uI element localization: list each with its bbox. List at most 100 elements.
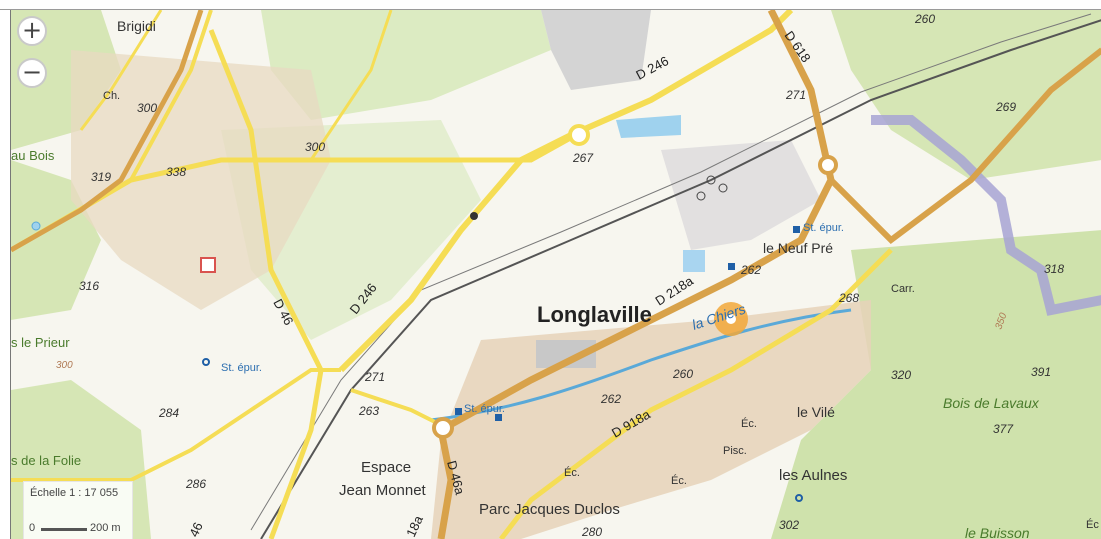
spring-icon-2 [202, 358, 210, 366]
elevation-271-north: 271 [785, 88, 806, 102]
scale-zero-label: 0 [29, 522, 36, 534]
location-marker-center-icon [726, 314, 736, 324]
pond [616, 115, 681, 138]
scale-distance-label: 200 m [90, 522, 121, 534]
road-minor-northwest [79, 10, 163, 131]
elevation-316: 316 [79, 279, 99, 293]
label-le-vile: le Vilé [797, 404, 835, 420]
label-st-epur-3: St. épur. [464, 403, 505, 415]
reservoir-icon [706, 175, 716, 185]
map-canvas[interactable]: Brigidi au Bois Longlaville le Neuf Pré … [10, 10, 1101, 539]
basin [683, 250, 705, 272]
road-d246 [338, 10, 794, 373]
roundabout-north [568, 124, 590, 146]
road-southwest [11, 368, 341, 482]
elevation-267: 267 [572, 151, 594, 165]
elevation-263: 263 [358, 404, 379, 418]
forest-area-bois-de-lavaux [771, 230, 1101, 539]
elevation-262-south: 262 [600, 392, 621, 406]
industrial-area-east [661, 140, 821, 250]
reservoir-icon-3 [696, 191, 706, 201]
road-north-west [129, 10, 213, 181]
label-carr: Carr. [891, 283, 915, 295]
elevation-280: 280 [581, 525, 602, 539]
elevation-318: 318 [1044, 262, 1064, 276]
zoom-out-button[interactable]: − [17, 58, 47, 88]
elevation-320: 320 [891, 368, 911, 382]
topographic-map[interactable]: Brigidi au Bois Longlaville le Neuf Pré … [11, 10, 1101, 539]
river-la-chiers [430, 308, 852, 422]
elevation-391: 391 [1031, 365, 1051, 379]
label-parc-jacques-duclos: Parc Jacques Duclos [479, 501, 620, 518]
elevation-300-west: 300 [137, 101, 157, 115]
scale-label: Échelle 1 : 17 055 [30, 487, 119, 499]
label-ec-1: Éc. [741, 417, 757, 430]
elevation-271-south: 271 [364, 370, 385, 384]
elevation-319: 319 [91, 170, 111, 184]
elevation-262-east: 262 [740, 263, 761, 277]
treatment-plant-icon-3 [495, 414, 502, 421]
road-d618-east [828, 47, 1101, 244]
elevation-338: 338 [166, 165, 186, 179]
forest-area-northwest [11, 10, 121, 150]
elevation-260-south: 260 [672, 367, 693, 381]
water-station-icon [728, 263, 735, 270]
forest-area-north [261, 10, 551, 120]
elevation-268: 268 [838, 291, 859, 305]
railway-line [260, 19, 1101, 539]
elevation-300-center: 300 [305, 140, 325, 154]
elevation-284: 284 [158, 406, 179, 420]
label-jean-monnet: Jean Monnet [339, 482, 427, 499]
label-brigidi: Brigidi [117, 18, 156, 34]
roundabout-south [432, 417, 454, 439]
elevation-377: 377 [993, 422, 1014, 436]
elevation-286: 286 [185, 477, 206, 491]
zoom-in-button[interactable]: + [17, 16, 47, 46]
label-longlaville: Longlaville [537, 302, 652, 327]
road-d218a [439, 10, 835, 434]
elevation-302: 302 [779, 518, 799, 532]
reservoir-icon-2 [718, 183, 728, 193]
industrial-area-north [541, 10, 651, 90]
spring-icon-3 [31, 221, 41, 231]
window-top-bar [0, 0, 1101, 10]
label-ec-3: Éc. [564, 466, 580, 479]
label-les-aulnes: les Aulnes [779, 467, 847, 484]
label-de-la-folie: s de la Folie [11, 453, 81, 468]
elevation-260: 260 [914, 12, 935, 26]
road-label-46-edge: 46 [186, 520, 206, 539]
hospital-icon [200, 257, 216, 273]
elevation-labels: 260 271 269 300 300 267 338 319 316 262 … [56, 12, 1064, 539]
scale-indicator: Échelle 1 : 17 055 0 200 m [23, 481, 133, 539]
railway-line-2 [250, 13, 1092, 531]
scale-bar [41, 528, 87, 531]
treatment-plant-icon-2 [455, 408, 462, 415]
label-au-bois: au Bois [11, 148, 55, 163]
label-bois-de-lavaux: Bois de Lavaux [943, 395, 1040, 411]
label-le-neuf-pre: le Neuf Pré [763, 240, 833, 256]
label-st-epur-2: St. épur. [221, 362, 262, 374]
elevation-269: 269 [995, 100, 1016, 114]
label-ch: Ch. [103, 90, 120, 102]
label-ec-2: Éc. [671, 474, 687, 487]
label-le-prieur: s le Prieur [11, 335, 70, 350]
road-d46a [437, 429, 455, 539]
spring-icon [795, 494, 803, 502]
road-d46 [208, 29, 324, 539]
roundabout-east [818, 155, 838, 175]
label-pisc: Pisc. [723, 445, 747, 457]
label-st-epur-1: St. épur. [803, 222, 844, 234]
label-le-buisson: le Buisson [965, 525, 1030, 539]
label-ec-4: Éc [1086, 518, 1099, 531]
label-espace: Espace [361, 459, 411, 476]
road-minor-north [309, 10, 393, 161]
road-d918a [499, 248, 893, 539]
reservoir-icon-4 [470, 212, 478, 220]
elevation-300-west-contour: 300 [56, 360, 73, 371]
forest-area-northeast [831, 10, 1101, 180]
treatment-plant-icon [793, 226, 800, 233]
place-labels: Brigidi au Bois Longlaville le Neuf Pré … [11, 18, 1099, 539]
national-border [871, 115, 1101, 316]
road-main-west [11, 10, 204, 253]
